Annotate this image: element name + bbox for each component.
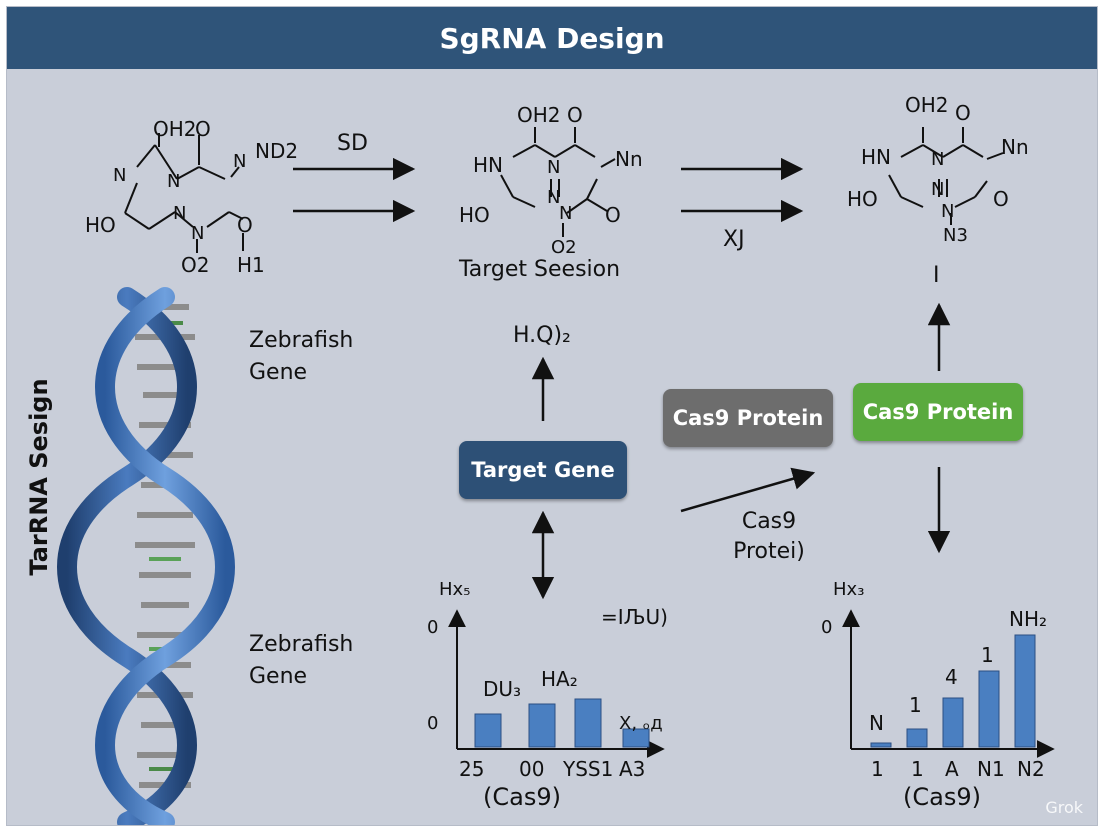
arrow-label-hq: H.Q)₂ [513, 323, 571, 348]
chart-1-y-tick: 0 [427, 617, 439, 638]
chart-2-x-tick: A [945, 757, 959, 781]
chart-2-bar-A [942, 697, 964, 748]
atom-label: HN [473, 153, 503, 177]
diagram-lines [57, 127, 1055, 825]
title-bar: SgRNA Design [7, 7, 1097, 69]
chart-2-x-tick: N2 [1017, 757, 1045, 781]
arrow-label-i: I [933, 263, 940, 288]
chart-2-bar-1 [870, 742, 892, 748]
chart-1-bar-label: X, ₒд [619, 713, 663, 734]
chart-1-bar-25 [474, 713, 502, 748]
atom-label: N [931, 149, 945, 170]
atom-label: N [931, 179, 945, 200]
chart-1-x-tick: A3 [619, 757, 646, 781]
chart-2-bars [870, 634, 1036, 748]
cas9-protein-node-gray: Cas9 Protein [663, 389, 833, 447]
atom-label: Nn [615, 147, 643, 171]
chart-1-axes [448, 609, 665, 758]
arrow-label-xj: XЈ [723, 227, 745, 252]
atom-label: N [559, 203, 573, 224]
page-title: SgRNA Design [439, 21, 665, 55]
chart-2-xlabel: (Cas9) [903, 783, 981, 811]
chart-1-bar-A3 [622, 728, 650, 748]
chart-1-bar-label: DU₃ [483, 677, 522, 701]
atom-label: O [955, 101, 971, 125]
target-gene-label: Target Gene [471, 458, 615, 482]
chart-1-top-label: =IЉU) [601, 605, 668, 629]
atom-label: HO [85, 213, 116, 237]
diagram-canvas: SgRNA Design TarRNA Sesign [6, 6, 1098, 826]
chart-2-axes [842, 609, 1055, 758]
chart-2-corner-label: Hх₃ [833, 579, 865, 600]
chart-2-x-tick: 1 [911, 757, 924, 781]
chart-1-y-tick: 0 [427, 713, 439, 734]
atom-label: N3 [943, 225, 968, 246]
atom-label: O [237, 213, 253, 237]
chart-2-bar-1 [906, 728, 928, 748]
chart-1-bars [474, 698, 650, 748]
molecule-right [888, 127, 1004, 225]
chart-2-x-tick: N1 [977, 757, 1005, 781]
atom-label: OH2 [153, 117, 197, 141]
atom-label: O [567, 103, 583, 127]
atom-label: Nn [1001, 135, 1029, 159]
atom-label: O [993, 187, 1009, 211]
watermark: Grok [1045, 798, 1083, 817]
molecule-middle-caption: Target Seesion [459, 257, 621, 282]
dna-helix [57, 287, 235, 825]
atom-label: O2 [181, 253, 210, 277]
atom-label: N [941, 201, 955, 222]
chart-1-x-tick: YSS1 [563, 757, 614, 781]
atom-label: N [113, 165, 127, 186]
atom-label: N [233, 151, 247, 172]
cas9-protein-node-green: Cas9 Protein [853, 383, 1023, 441]
chart-1-xlabel: (Cas9) [483, 783, 561, 811]
atom-label: HN [861, 145, 891, 169]
atom-label: HO [459, 203, 490, 227]
atom-label: N [547, 157, 561, 178]
chart-2-bar-label: 4 [945, 665, 958, 689]
chart-1-x-tick: 00 [519, 757, 545, 781]
chart-1-bar-00 [528, 703, 556, 748]
atom-label: N [167, 171, 181, 192]
atom-label: N [173, 203, 187, 224]
atom-label: ND2 [255, 139, 299, 163]
cas9-green-label: Cas9 Protein [862, 400, 1014, 424]
atom-label: O [195, 117, 211, 141]
chart-1-x-tick: 25 [459, 757, 485, 781]
chart-1-bar-YSS1 [574, 698, 602, 748]
flow-arrows [531, 302, 951, 600]
chart-2-bar-N1 [978, 670, 1000, 748]
atom-label: H1 [237, 253, 265, 277]
arrow-label-sd: SD [337, 131, 368, 156]
atom-label: OH2 [517, 103, 561, 127]
atom-label: OH2 [905, 93, 949, 117]
reaction-arrows [293, 157, 804, 223]
atom-label: N [547, 187, 561, 208]
chart-2-bar-label: 1 [909, 693, 922, 717]
atom-label: O2 [551, 237, 577, 258]
cas9-gray-label: Cas9 Protein [672, 406, 824, 430]
chart-2-bar-label: 1 [981, 643, 994, 667]
chart-2-bar-N2 [1014, 634, 1036, 748]
chart-2-bar-label: NH₂ [1009, 607, 1048, 631]
chart-2-y-tick: 0 [821, 617, 833, 638]
cas9-text-label: Cas9 Protei) [733, 509, 805, 564]
molecule-left [124, 133, 244, 253]
atom-label: HO [847, 187, 878, 211]
dna-label-bottom: Zebrafish Gene [249, 632, 354, 689]
chart-1-bar-label: HA₂ [541, 667, 578, 691]
target-gene-node: Target Gene [459, 441, 627, 499]
atom-label: O [605, 203, 621, 227]
chart-1-corner-label: Hх₅ [439, 579, 471, 600]
atom-label: N [191, 223, 205, 244]
chart-2-bar-label: N [869, 711, 884, 735]
chart-2-x-tick: 1 [871, 757, 884, 781]
molecule-middle [500, 127, 616, 237]
dna-label-top: Zebrafish Gene [249, 328, 354, 385]
